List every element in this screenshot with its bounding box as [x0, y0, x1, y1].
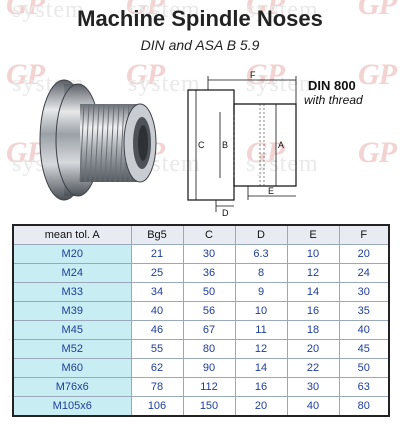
table-cell: 67: [182, 320, 236, 340]
table-row: M60 62 90 14 22 50: [12, 358, 390, 378]
thread-size-cell: M76x6: [12, 377, 132, 397]
dim-label-f: F: [250, 70, 256, 80]
column-header: D: [234, 224, 288, 245]
table-cell: 6.3: [234, 244, 288, 264]
table-cell: 34: [130, 282, 184, 302]
table-cell: 22: [286, 358, 340, 378]
table-cell: 16: [234, 377, 288, 397]
table-header-row: mean tol. A Bg5 C D E F: [12, 224, 390, 245]
table-cell: 10: [234, 301, 288, 321]
standard-sublabel: with thread: [304, 93, 363, 107]
thread-size-cell: M52: [12, 339, 132, 359]
thread-size-cell: M20: [12, 244, 132, 264]
table-cell: 90: [182, 358, 236, 378]
table-cell: 18: [286, 320, 340, 340]
table-cell: 30: [286, 377, 340, 397]
table-cell: 11: [234, 320, 288, 340]
table-cell: 80: [338, 396, 390, 417]
table-cell: 55: [130, 339, 184, 359]
table-row: M24 25 36 8 12 24: [12, 263, 390, 283]
table-cell: 30: [338, 282, 390, 302]
thread-size-cell: M60: [12, 358, 132, 378]
table-cell: 30: [182, 244, 236, 264]
table-cell: 14: [286, 282, 340, 302]
column-header: Bg5: [130, 224, 184, 245]
watermark-logo: GP: [358, 136, 397, 169]
thread-size-cell: M24: [12, 263, 132, 283]
column-header: C: [182, 224, 236, 245]
table-cell: 45: [338, 339, 390, 359]
table-row: M33 34 50 9 14 30: [12, 282, 390, 302]
dim-label-d: D: [222, 208, 229, 218]
watermark-logo: GP: [358, 58, 397, 91]
table-row: M20 21 30 6.3 10 20: [12, 244, 390, 264]
spindle-nose-illustration: [39, 79, 157, 201]
table-cell: 50: [182, 282, 236, 302]
table-cell: 12: [234, 339, 288, 359]
table-cell: 9: [234, 282, 288, 302]
table-cell: 112: [182, 377, 236, 397]
table-cell: 16: [286, 301, 340, 321]
dim-label-c: C: [198, 140, 205, 150]
table-row: M52 55 80 12 20 45: [12, 339, 390, 359]
dim-label-a: A: [278, 140, 284, 150]
table-cell: 78: [130, 377, 184, 397]
table-cell: 20: [338, 244, 390, 264]
table-cell: 35: [338, 301, 390, 321]
table-cell: 62: [130, 358, 184, 378]
table-row: M39 40 56 10 16 35: [12, 301, 390, 321]
thread-size-cell: M105x6: [12, 396, 132, 417]
table-cell: 10: [286, 244, 340, 264]
table-cell: 50: [338, 358, 390, 378]
table-row: M45 46 67 11 18 40: [12, 320, 390, 340]
technical-drawing: F C B A E D: [187, 70, 297, 218]
table-cell: 8: [234, 263, 288, 283]
table-cell: 150: [182, 396, 236, 417]
standard-label: DIN 800: [308, 78, 356, 93]
table-cell: 36: [182, 263, 236, 283]
dim-label-e: E: [268, 186, 274, 196]
page-subtitle: DIN and ASA B 5.9: [140, 37, 260, 53]
thread-size-cell: M33: [12, 282, 132, 302]
page-title: Machine Spindle Noses: [77, 6, 323, 31]
table-cell: 40: [286, 396, 340, 417]
table-cell: 21: [130, 244, 184, 264]
table-cell: 63: [338, 377, 390, 397]
table-cell: 46: [130, 320, 184, 340]
table-cell: 20: [234, 396, 288, 417]
table-cell: 40: [130, 301, 184, 321]
thread-size-cell: M39: [12, 301, 132, 321]
table-row: M105x6 106 150 20 40 80: [12, 396, 390, 417]
table-cell: 40: [338, 320, 390, 340]
table-cell: 106: [130, 396, 184, 417]
table-cell: 20: [286, 339, 340, 359]
table-cell: 12: [286, 263, 340, 283]
column-header: F: [338, 224, 390, 245]
dim-label-b: B: [222, 140, 228, 150]
thread-size-cell: M45: [12, 320, 132, 340]
column-header: E: [286, 224, 340, 245]
column-header: mean tol. A: [12, 224, 132, 245]
table-cell: 80: [182, 339, 236, 359]
table-cell: 14: [234, 358, 288, 378]
table-cell: 56: [182, 301, 236, 321]
table-row: M76x6 78 112 16 30 63: [12, 377, 390, 397]
spindle-spec-table: mean tol. A Bg5 C D E F M20 21 30 6.3 10…: [12, 224, 390, 417]
table-cell: 25: [130, 263, 184, 283]
table-cell: 24: [338, 263, 390, 283]
